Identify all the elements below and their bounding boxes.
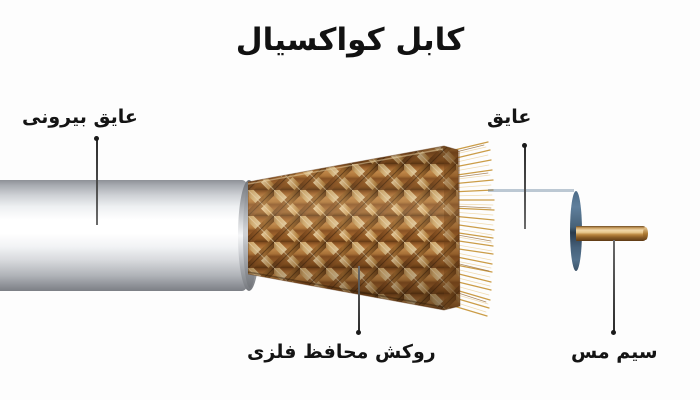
label-outer-jacket: عایق بیرونی (22, 106, 138, 128)
label-dielectric: عایق (487, 106, 532, 128)
dielectric-insulator (488, 190, 576, 272)
leader-line-dielectric (522, 143, 527, 229)
leader-line-core (611, 240, 616, 335)
leader-line-shield (356, 266, 361, 335)
dielectric-top-edge (488, 189, 574, 192)
braided-shield (248, 138, 498, 318)
leader-line-outer-jacket (94, 136, 99, 225)
copper-center-conductor (576, 226, 646, 241)
outer-jacket-body (0, 180, 256, 291)
label-shield: روکش محافظ فلزی (247, 341, 436, 363)
copper-conductor-tip (643, 227, 648, 240)
braid-graphic (248, 141, 495, 317)
braid-outline (248, 145, 461, 311)
label-copper-wire: سیم مس (571, 341, 658, 363)
page-title: کابل کواکسیال (235, 22, 465, 58)
